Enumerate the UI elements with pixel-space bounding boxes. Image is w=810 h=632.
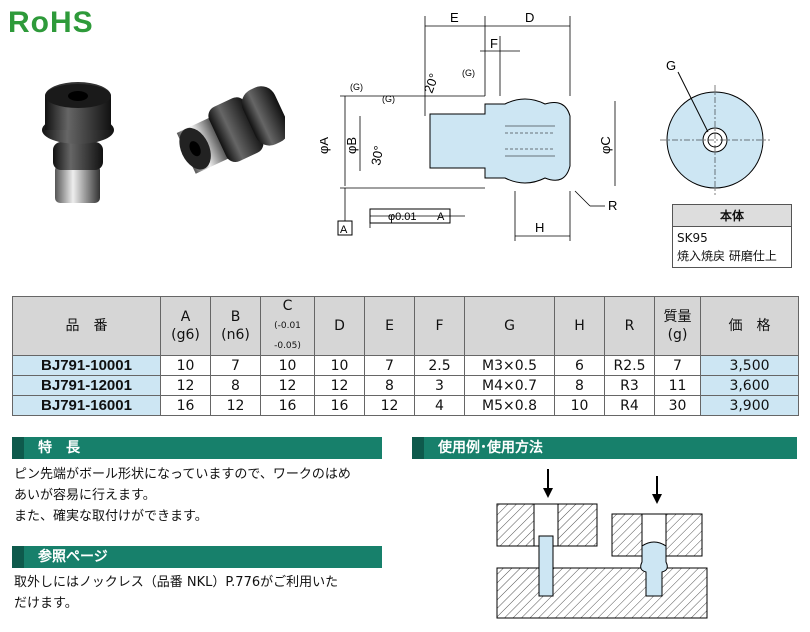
- material-line1: SK95: [677, 231, 708, 245]
- dim-r-label: R: [608, 198, 617, 213]
- dim-h-label: H: [535, 220, 544, 235]
- col-d: D: [314, 296, 365, 356]
- dim-d-label: D: [525, 10, 534, 25]
- rohs-logo: RoHS: [8, 6, 94, 39]
- features-heading: 特 長: [12, 437, 382, 459]
- product-photo: [42, 82, 285, 203]
- col-c: C(-0.01-0.05): [260, 296, 315, 356]
- phi-c: φC: [598, 136, 613, 154]
- col-mass: 質量(g): [654, 296, 701, 356]
- material-line2: 焼入焼戻 研磨仕上: [677, 249, 777, 263]
- table-row: BJ791-10001 10 7 10 10 7 2.5 M3×0.5 6 R2…: [12, 355, 799, 376]
- reference-heading: 参照ページ: [12, 546, 382, 568]
- dim-f-label: F: [490, 36, 498, 51]
- spec-table: 品 番 A(g6) B(n6) C(-0.01-0.05) D E F G H …: [12, 296, 799, 416]
- col-a: A(g6): [160, 296, 211, 356]
- flatness-datum: A: [437, 211, 445, 223]
- tol-g-2: (G): [382, 94, 395, 104]
- usage-heading: 使用例･使用方法: [412, 437, 797, 459]
- material-header: 本体: [673, 205, 791, 227]
- reference-text: 取外しにはノックレス（品番 NKL）P.776がご利用いた だけます。: [14, 575, 339, 611]
- col-g: G: [464, 296, 555, 356]
- table-row: BJ791-16001 16 12 16 16 12 4 M5×0.8 10 R…: [12, 395, 799, 416]
- col-price: 価 格: [700, 296, 799, 356]
- col-f: F: [414, 296, 465, 356]
- tol-g-1: (G): [350, 82, 363, 92]
- col-r: R: [604, 296, 655, 356]
- col-h: H: [554, 296, 605, 356]
- angle-20: 20°: [421, 71, 442, 95]
- features-text: ピン先端がボール形状になっていますので、ワークのはめ あいが容易に行えます。 ま…: [14, 467, 351, 524]
- endview-g: G: [666, 58, 676, 73]
- usage-diagram: [496, 469, 708, 619]
- col-part-no: 品 番: [12, 296, 161, 356]
- end-view-drawing: G: [660, 58, 770, 195]
- dim-e-label: E: [450, 10, 459, 25]
- col-b: B(n6): [210, 296, 261, 356]
- dimension-drawing: E D F (G) (G) (G) 20° 30° φA φB φC R H A…: [320, 10, 617, 241]
- flatness-tol: φ0.01: [388, 211, 417, 223]
- angle-30: 30°: [368, 145, 386, 167]
- datum-a: A: [340, 224, 348, 236]
- phi-b: φB: [344, 137, 359, 154]
- phi-a: φA: [320, 137, 331, 154]
- table-row: BJ791-12001 12 8 12 12 8 3 M4×0.7 8 R3 1…: [12, 375, 799, 396]
- col-e: E: [364, 296, 415, 356]
- material-box: 本体 SK95 焼入焼戻 研磨仕上: [672, 204, 792, 268]
- tol-g-side: (G): [462, 68, 475, 78]
